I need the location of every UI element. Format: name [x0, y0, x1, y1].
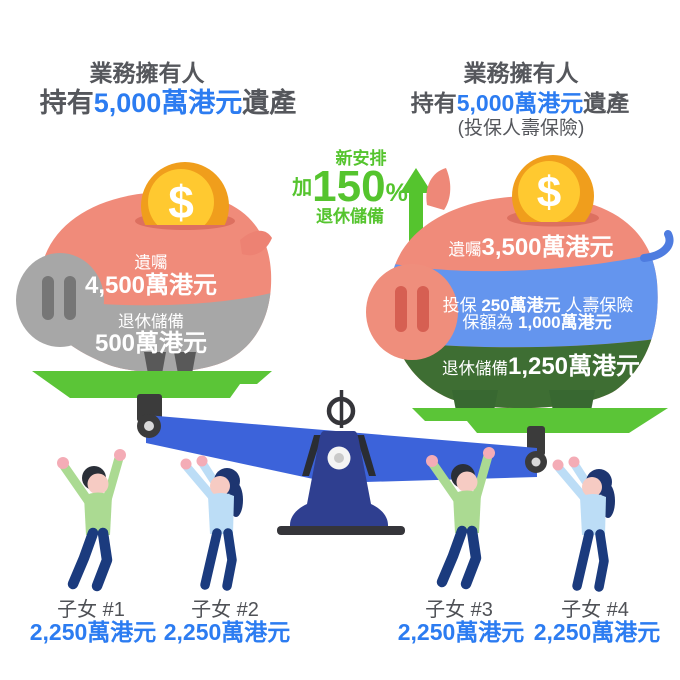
child-4-amount: 2,250萬港元	[534, 619, 661, 645]
annotation-line3: 退休儲備	[316, 206, 384, 226]
left-pig-nostril	[42, 276, 54, 320]
left-scale-plate	[32, 371, 272, 398]
child-4-label: 子女 #4	[561, 598, 629, 621]
left-pig-foot	[144, 352, 166, 374]
right-pig-ear	[426, 168, 451, 210]
left-heading-line1: 業務擁有人	[89, 60, 206, 86]
right-pig-insurance-line1: 投保 250萬港元 人壽保險	[443, 295, 634, 315]
pivot-center	[334, 453, 344, 463]
left-pig-ear	[240, 230, 272, 256]
child-2-label: 子女 #2	[191, 598, 259, 621]
right-pig-foot	[452, 390, 498, 411]
stand-base	[277, 526, 405, 535]
left-pig-snout	[16, 253, 104, 347]
child-3-amount: 2,250萬港元	[398, 619, 525, 645]
child-3-label: 子女 #3	[425, 598, 493, 621]
scale-stand	[290, 431, 388, 528]
children-labels: 子女 #1 2,250萬港元 子女 #2 2,250萬港元 子女 #3 2,25…	[30, 598, 661, 645]
left-heading: 業務擁有人 持有5,000萬港元遺產	[40, 60, 297, 118]
dollar-sign: $	[537, 168, 561, 217]
right-pig-will-text: 遺囑3,500萬港元	[448, 234, 613, 261]
right-piggy-bank: $ 遺囑3,500萬港元 投保 250萬港元 人壽保險 保額為 1,000萬港元…	[366, 155, 674, 411]
right-pig-tail	[640, 230, 674, 262]
child-figure-4	[553, 457, 616, 588]
right-pig-nostril	[417, 286, 429, 332]
annotation-percent: 加150%	[291, 162, 408, 211]
left-pig-retirement-amount: 500萬港元	[95, 330, 207, 357]
right-pig-foot	[549, 390, 595, 411]
right-pig-snout	[366, 264, 458, 360]
left-plate-hanger	[137, 394, 162, 422]
stand-strut	[356, 435, 376, 476]
coin-icon: $	[512, 155, 594, 222]
child-1-amount: 2,250萬港元	[30, 619, 157, 645]
arrow-up-icon	[400, 168, 432, 247]
left-beam-bolt-center	[144, 421, 154, 431]
left-piggy-bank: $ 遺囑 4,500萬港元 退休儲備 500萬港元	[16, 162, 272, 374]
right-scale-plate	[412, 408, 668, 433]
right-pig-retirement-text: 退休儲備1,250萬港元	[442, 353, 640, 380]
gauge-ring	[326, 396, 356, 426]
right-beam-bolt-center	[531, 457, 541, 467]
left-pig-will-label: 遺囑	[135, 253, 168, 272]
annotation-line1: 新安排	[336, 148, 387, 168]
child-figure-1	[57, 449, 126, 586]
child-1-label: 子女 #1	[57, 598, 125, 621]
left-heading-line2: 持有5,000萬港元遺產	[40, 87, 297, 118]
right-heading-line1: 業務擁有人	[463, 60, 580, 86]
dollar-sign: $	[168, 176, 194, 228]
stand-strut	[302, 435, 322, 476]
right-pig-insurance-line2: 保額為 1,000萬港元	[462, 312, 611, 332]
child-figure-3	[426, 447, 495, 584]
child-2-amount: 2,250萬港元	[164, 619, 291, 645]
retirement-increase-annotation: 新安排 加150% 退休儲備	[291, 148, 432, 247]
left-pig-nostril	[64, 276, 76, 320]
coin-icon: $	[141, 162, 229, 228]
child-figure-2	[181, 456, 244, 587]
right-heading: 業務擁有人 持有5,000萬港元遺產 (投保人壽保險)	[411, 60, 630, 139]
right-heading-line2: 持有5,000萬港元遺產	[411, 90, 630, 116]
left-pig-retirement-label: 退休儲備	[118, 312, 184, 331]
right-pig-nostril	[395, 286, 407, 332]
left-pig-foot	[174, 352, 196, 374]
right-heading-line3: (投保人壽保險)	[458, 117, 585, 139]
left-pig-will-amount: 4,500萬港元	[85, 272, 217, 299]
